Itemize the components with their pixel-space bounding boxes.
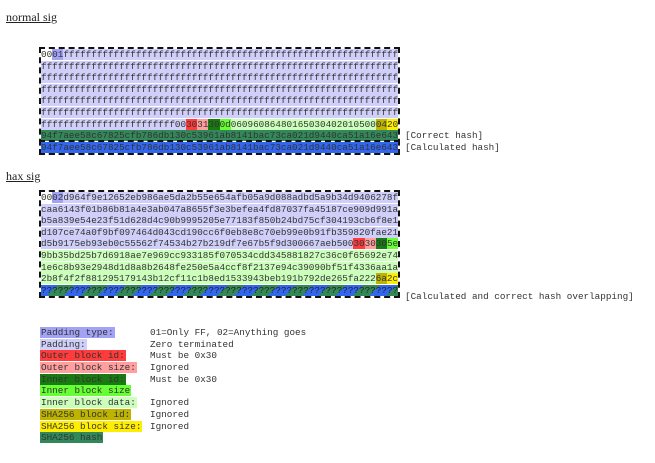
hex-segment-pad: d964f9e12652eb986ae5da2b55e654afb05a9d08…	[63, 192, 399, 203]
legend-label: SHA256 block size:	[40, 420, 143, 432]
hex-segment-sid: 6a	[375, 273, 387, 285]
hex-row: d5b9175eb93eb0c55562f74534b27b219df7e67b…	[41, 238, 399, 250]
legend-item: SHA256 hash	[40, 432, 306, 444]
hex-segment-pad: ffffffffffffffffffffffff00	[41, 118, 187, 130]
normal-sig-heading: normal sig	[6, 10, 57, 24]
hax-signature-block: 0002d964f9e12652eb986ae5da2b55e654afb05a…	[39, 190, 401, 299]
hex-segment-pad: caa6143f01b86b81a4e3ab047a8655f3e3befea4…	[41, 203, 399, 215]
hex-segment-isize: 0d	[219, 118, 231, 130]
legend-value: 01=Only FF, 02=Anything goes	[150, 327, 307, 338]
legend-value: Must be 0x30	[150, 373, 217, 385]
hex-row: 0001ffffffffffffffffffffffffffffffffffff…	[41, 49, 399, 61]
hex-row: b5a839e54e23f51d628d4c90b9995205e77183f8…	[41, 215, 399, 227]
hex-segment-pad: ffffffffffffffffffffffffffffffffffffffff…	[41, 106, 399, 118]
color-legend: Padding type: 01=Only FF, 02=Anything goe…	[40, 327, 306, 444]
hex-segment-pad: ffffffffffffffffffffffffffffffffffffffff…	[63, 49, 399, 60]
legend-label: Padding:	[40, 338, 87, 350]
legend-item: Inner block size	[40, 385, 306, 397]
hex-row: caa6143f01b86b81a4e3ab047a8655f3e3befea4…	[41, 203, 399, 216]
hex-row: ffffffffffffffffffffffff003031300d060960…	[41, 118, 399, 131]
legend-label: Outer block size:	[40, 362, 137, 374]
hex-segment-pad: d5b9175eb93eb0c55562f74534b27b219df7e67b…	[41, 238, 354, 250]
hex-segment-idata: 0609608648016503040201050	[230, 118, 371, 130]
hex-row: 0002d964f9e12652eb986ae5da2b55e654afb05a…	[41, 192, 399, 204]
legend-value: Ignored	[150, 362, 190, 374]
hex-segment-pad: ffffffffffffffffffffffffffffffffffffffff…	[41, 83, 399, 95]
hex-row: ffffffffffffffffffffffffffffffffffffffff…	[41, 106, 399, 119]
hex-row: ffffffffffffffffffffffffffffffffffffffff…	[41, 72, 399, 84]
hex-segment-osize: 31	[197, 118, 209, 130]
hex-row: ????????????????????????????????????????…	[41, 284, 399, 297]
hex-segment-idata: 0	[370, 118, 376, 130]
hex-row: ffffffffffffffffffffffffffffffffffffffff…	[41, 60, 399, 73]
correct-hash-note: [Correct hash]	[405, 130, 484, 141]
overlap-hash-note: [Calculated and correct hash overlapping…	[405, 291, 634, 302]
hex-segment-stripe: ????????????????????????????????????????…	[41, 284, 399, 296]
hex-segment-hash: 94f7aee58c67825cfb786db130c53961ab8141ba…	[41, 130, 399, 142]
hex-segment-idata: 9bb35bd25b7d6918ae7e969cc933185f070534cd…	[41, 249, 399, 261]
hex-row: 2b8f4f2f881295179143b12cf11c1b8ed1533943…	[41, 273, 399, 285]
legend-value: Ignored	[150, 420, 190, 432]
hex-segment-oid: 30	[186, 118, 198, 130]
normal-signature-block: 0001ffffffffffffffffffffffffffffffffffff…	[38, 47, 401, 156]
hex-segment-pad: d107ce74a0f9bf097464d043cd190cc6f0eb8e8c…	[41, 226, 399, 238]
hex-segment-sid: 04	[375, 118, 387, 130]
calculated-hash-note: [Calculated hash]	[405, 142, 500, 153]
hex-segment-pad: ffffffffffffffffffffffffffffffffffffffff…	[41, 95, 399, 107]
legend-item: SHA256 block size: Ignored	[40, 420, 306, 433]
hex-segment-isize: 5e	[386, 238, 399, 250]
hex-row: 94f7aee58c67825cfb786db130c53961ab8141ba…	[41, 130, 399, 142]
legend-item: Outer block id: Must be 0x30	[40, 350, 306, 362]
hex-segment-none: 00	[41, 49, 53, 60]
hex-segment-pad: ffffffffffffffffffffffffffffffffffffffff…	[41, 60, 399, 72]
legend-item: Inner block id: Must be 0x30	[40, 373, 306, 386]
legend-item: Padding type: 01=Only FF, 02=Anything goe…	[40, 327, 306, 339]
legend-value: Zero terminated	[150, 338, 234, 350]
legend-label: Inner block size	[40, 385, 132, 397]
hex-segment-idata: 2b8f4f2f881295179143b12cf11c1b8ed1533943…	[41, 273, 376, 285]
hex-segment-pad: ffffffffffffffffffffffffffffffffffffffff…	[41, 72, 399, 84]
legend-label: Inner block data:	[40, 397, 137, 409]
hex-segment-calc: 94f7aee58c67825cfb786db130c53961ab8141ba…	[41, 141, 399, 153]
legend-item: Padding: Zero terminated	[40, 338, 306, 351]
legend-value: Must be 0x30	[150, 350, 217, 362]
hex-segment-ptype: 02	[52, 192, 64, 203]
hex-segment-pad: b5a839e54e23f51d628d4c90b9995205e77183f8…	[41, 215, 399, 227]
hex-segment-ptype: 01	[52, 49, 64, 60]
hex-segment-ssize: 20	[387, 118, 399, 130]
hex-row: 94f7aee58c67825cfb786db130c53961ab8141ba…	[38, 139, 401, 156]
legend-value: Ignored	[150, 408, 190, 420]
hex-segment-oid: 30	[353, 238, 365, 250]
hex-segment-none: 00	[41, 192, 53, 203]
hex-segment-idata: 1e6c8b93e2948d1d8a8b2648fe250e5a4ccf8f21…	[41, 261, 399, 273]
legend-item: SHA256 block id: Ignored	[40, 408, 306, 421]
hex-row: 9bb35bd25b7d6918ae7e969cc933185f070534cd…	[41, 249, 399, 262]
legend-label: Inner block id:	[40, 373, 126, 385]
legend-label: Outer block id:	[40, 350, 126, 362]
legend-label: SHA256 hash	[40, 432, 104, 444]
legend-item: Inner block data: Ignored	[40, 397, 306, 409]
hex-segment-ssize: 2c	[386, 273, 399, 285]
hex-row: ffffffffffffffffffffffffffffffffffffffff…	[41, 95, 399, 107]
legend-value: Ignored	[150, 397, 190, 409]
hex-row: 1e6c8b93e2948d1d8a8b2648fe250e5a4ccf8f21…	[41, 261, 399, 274]
legend-item: Outer block size: Ignored	[40, 362, 306, 374]
hax-sig-heading: hax sig	[6, 169, 41, 183]
hex-row: ffffffffffffffffffffffffffffffffffffffff…	[41, 83, 399, 96]
hex-row: d107ce74a0f9bf097464d043cd190cc6f0eb8e8c…	[41, 226, 399, 239]
hex-segment-iid: 30	[208, 118, 220, 130]
hex-segment-osize: 30	[364, 238, 376, 250]
legend-label: SHA256 block id:	[40, 408, 132, 420]
legend-label: Padding type:	[40, 327, 115, 338]
hex-segment-iid: 30	[375, 238, 387, 250]
